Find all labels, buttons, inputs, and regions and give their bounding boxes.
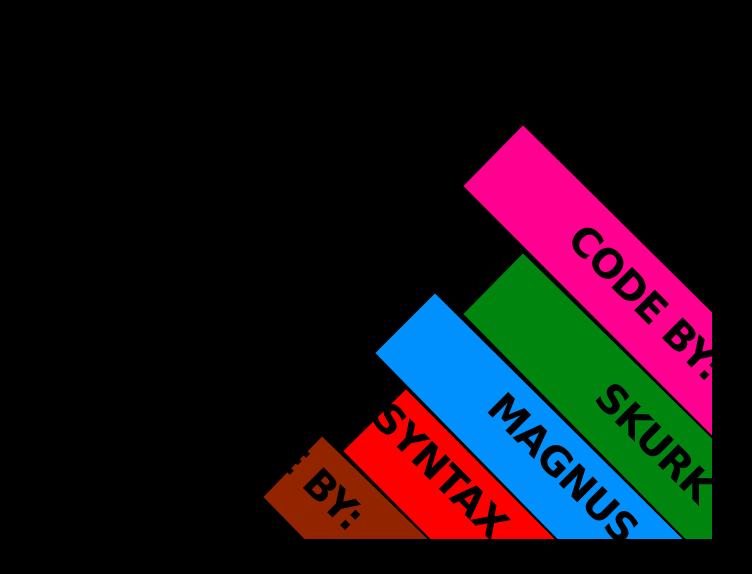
stripe-stack: [260, 122, 714, 541]
green-stripe: [460, 250, 714, 541]
brown-stripe: [260, 433, 433, 541]
